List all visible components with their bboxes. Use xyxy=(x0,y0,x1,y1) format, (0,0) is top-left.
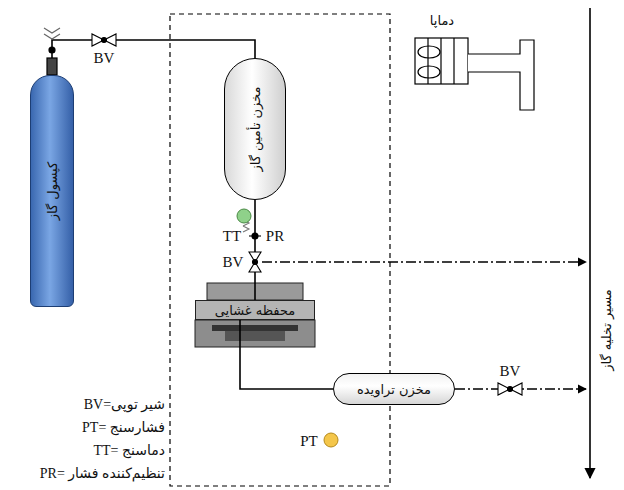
ball-valve xyxy=(508,387,513,392)
node-text: دماپا xyxy=(430,13,454,28)
node-text: مخزن تراویده xyxy=(357,382,431,397)
ball-valve xyxy=(253,260,258,265)
ball-valve xyxy=(249,252,261,272)
valve-tag: BV xyxy=(223,254,244,271)
sensor-tag: PT xyxy=(300,433,318,450)
valve-handle xyxy=(44,28,60,39)
gas-cylinder: کپسول گاز xyxy=(30,75,74,307)
regulator-tag: PR xyxy=(266,228,284,245)
node-text: مخزن تأمین گاز xyxy=(248,86,263,171)
permeate-tank: مخزن تراویده xyxy=(333,373,455,405)
legend-note: شیر توپی=BV xyxy=(84,396,165,413)
ball-valve xyxy=(498,383,522,395)
sensor-tag: TT xyxy=(223,228,241,245)
capsule-valve xyxy=(44,28,60,75)
thermostat-body xyxy=(415,38,468,84)
valve-tag: BV xyxy=(500,363,521,380)
thermostat-grid xyxy=(453,38,454,84)
regulator-body xyxy=(249,235,261,236)
bypass-line xyxy=(262,261,586,262)
capsule-neck xyxy=(47,58,57,75)
thermostat-symbol xyxy=(415,38,534,110)
membrane-cell: محفظه غشایی xyxy=(195,300,315,320)
gas-pipe xyxy=(52,40,255,75)
thermostat-grid xyxy=(427,38,428,84)
thermostat-grid xyxy=(440,38,441,84)
ball-valve xyxy=(102,38,107,43)
exhaust-line xyxy=(589,8,591,478)
ball-valve xyxy=(92,34,116,46)
legend-note: تنظیم‌کننده فشار =PR xyxy=(40,465,165,482)
gas-pipe xyxy=(254,200,256,300)
system-boundary xyxy=(170,14,390,486)
temperature-sensor xyxy=(237,209,251,223)
ball-valve xyxy=(498,383,522,395)
ball-valve xyxy=(92,34,116,46)
exhaust-label: مسیر تخلیه گاز xyxy=(599,289,614,371)
valve-dot xyxy=(49,47,55,53)
valve-tag: BV xyxy=(94,50,115,67)
node-text: کپسول گاز xyxy=(45,162,60,220)
ball-valve xyxy=(249,252,261,272)
legend-note: دماسنج =TT xyxy=(94,442,166,459)
node-text: محفظه غشایی xyxy=(215,303,296,318)
membrane-support xyxy=(212,325,298,331)
gas-pipe xyxy=(240,320,333,389)
pressure-sensor xyxy=(324,433,338,447)
thermostat-probe xyxy=(468,40,534,110)
heating-coil xyxy=(418,46,440,78)
membrane-support xyxy=(225,331,285,341)
bottom-plate xyxy=(195,320,315,347)
legend-note: فشارسنج =PT xyxy=(82,419,165,436)
thermostat-label-box: دماپا xyxy=(414,6,470,34)
supply-tank: مخزن تأمین گاز xyxy=(224,58,286,200)
